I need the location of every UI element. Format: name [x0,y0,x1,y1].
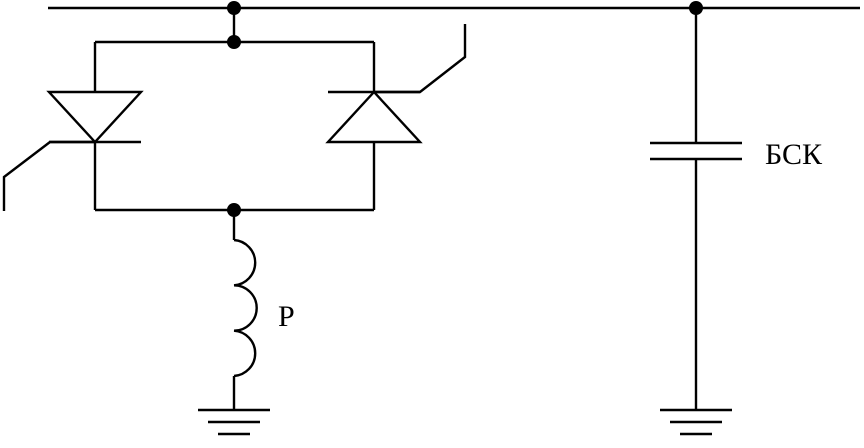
ground-reactor [198,408,270,436]
thyristor-left [2,42,144,211]
reactor-label: Р [278,300,295,333]
thyristor-left-triangle-icon [46,90,144,144]
capacitor-bank-label: БСК [765,138,823,171]
reactor: Р [232,210,295,410]
thyristor-left-gate-lead [2,140,95,211]
inductor-coil-icon [233,238,258,378]
thyristor-right [325,24,467,210]
thyristor-valve-group [2,8,467,217]
thyristor-right-triangle-icon [325,90,423,144]
ground-capacitor [660,408,732,436]
capacitor-bank: БСК [650,8,823,410]
thyristor-right-gate-lead [374,24,467,94]
